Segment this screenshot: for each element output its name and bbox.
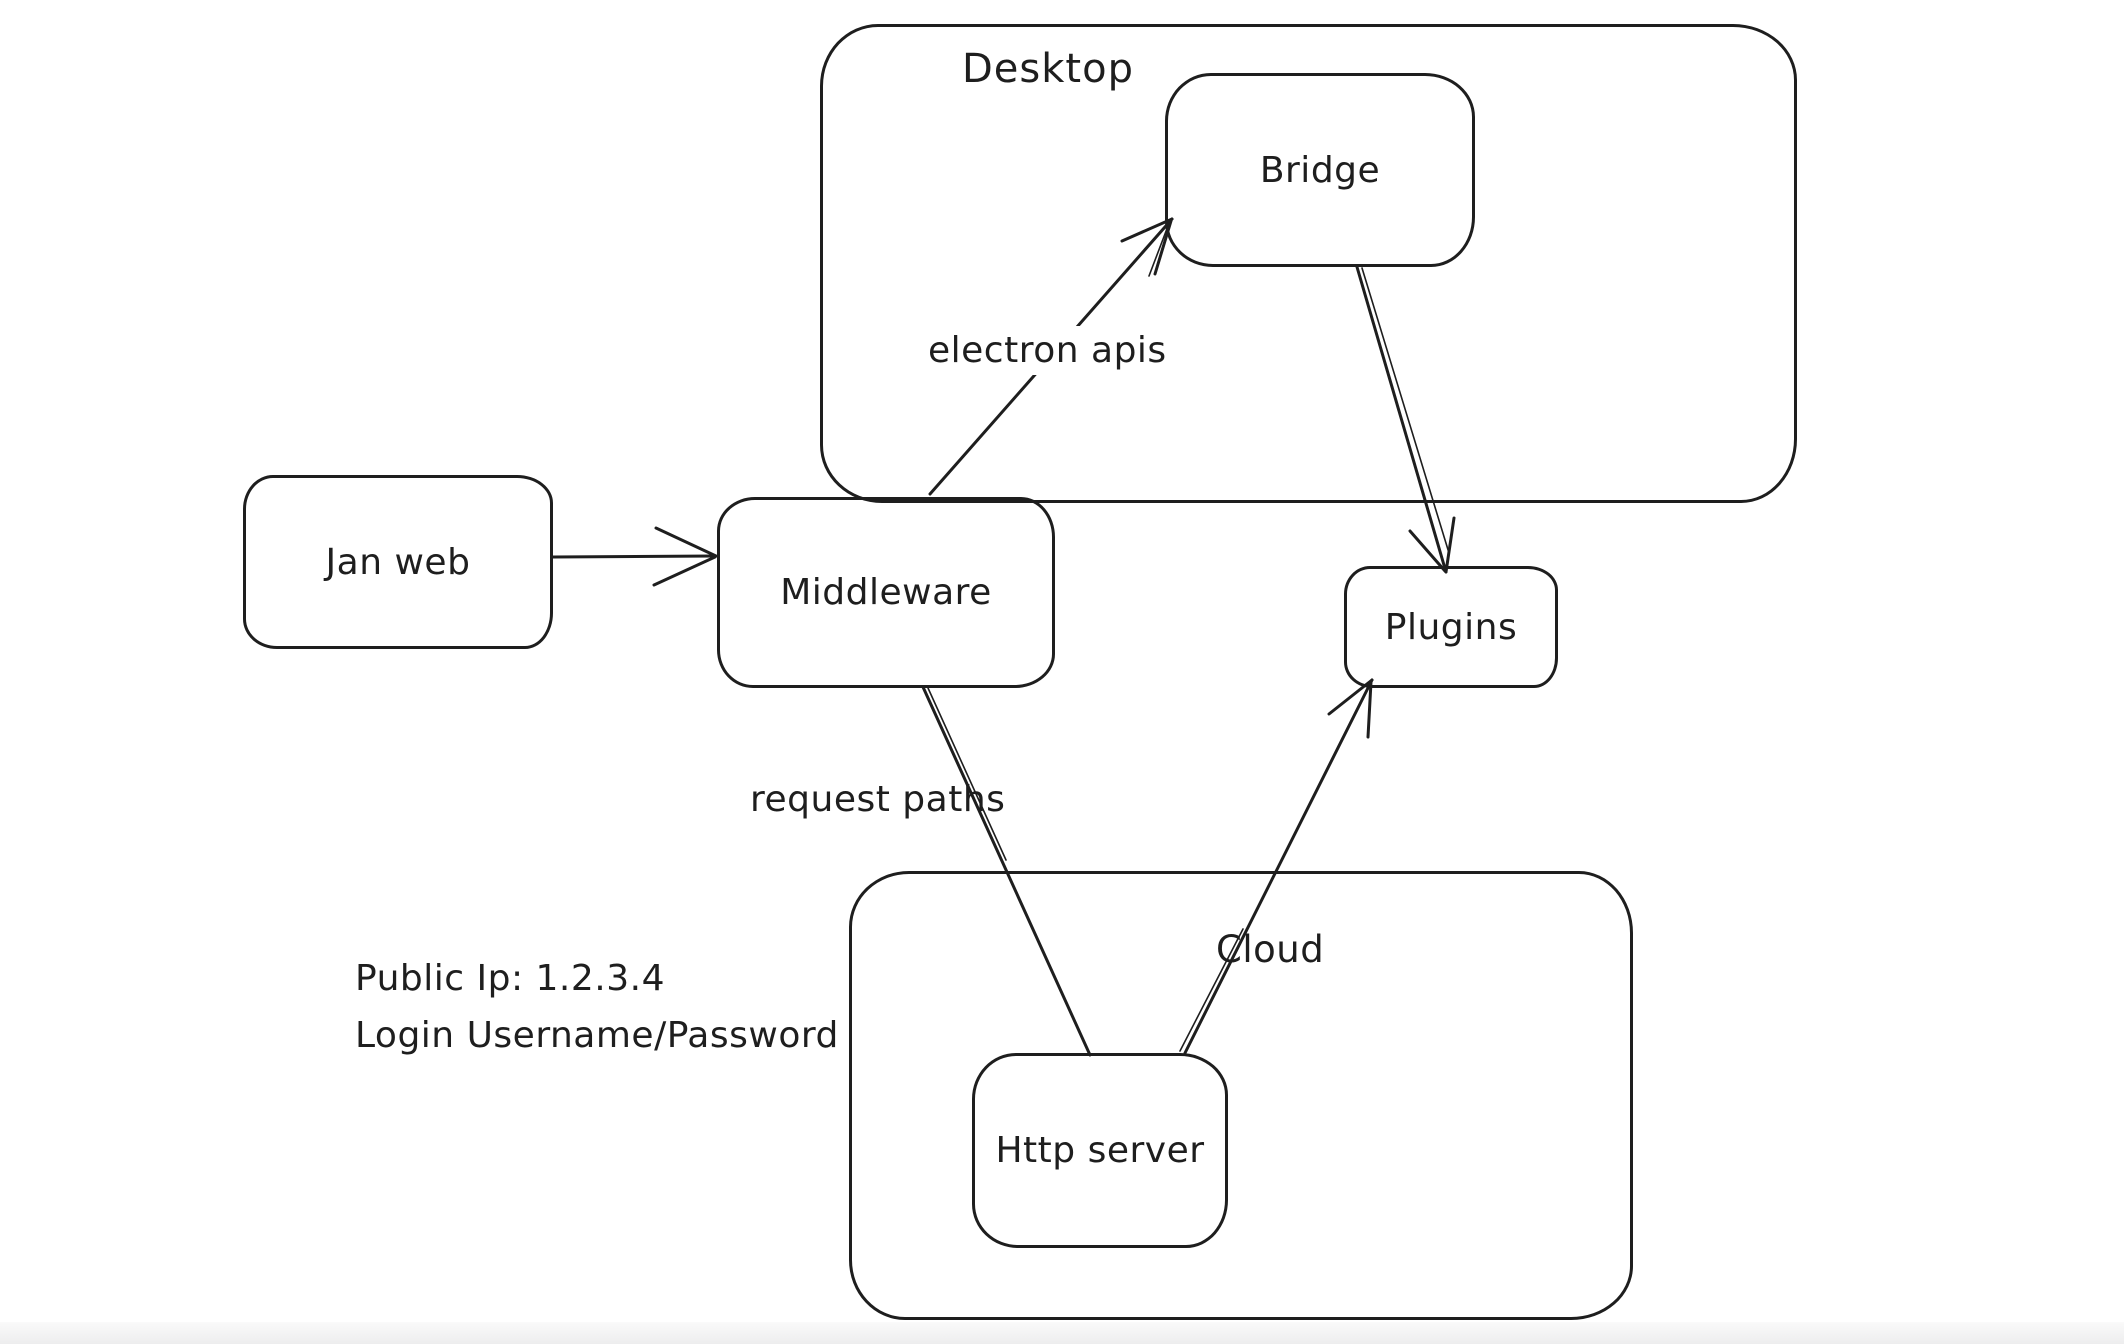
- node-http-server[interactable]: Http server: [972, 1053, 1228, 1248]
- node-bridge[interactable]: Bridge: [1165, 73, 1475, 267]
- edge-http-server-to-plugins[interactable]: [1179, 678, 1374, 1055]
- node-jan-web[interactable]: Jan web: [243, 475, 553, 649]
- jan-web-label: Jan web: [325, 541, 471, 583]
- edge-sketch-stroke: [1148, 225, 1169, 277]
- cloud-container-label[interactable]: Cloud: [1216, 928, 1325, 971]
- edge-bridge-to-plugins[interactable]: [1355, 265, 1456, 574]
- edge-sketch-stroke: [927, 687, 1007, 861]
- cloud-credentials-note[interactable]: Public Ip: 1.2.3.4 Login Username/Passwo…: [355, 950, 839, 1064]
- container-desktop[interactable]: [820, 24, 1797, 503]
- login-text: Login Username/Password: [355, 1015, 839, 1056]
- bridge-label: Bridge: [1259, 149, 1381, 191]
- http-server-label: Http server: [995, 1130, 1205, 1171]
- middleware-label: Middleware: [780, 572, 992, 613]
- container-cloud[interactable]: [849, 871, 1633, 1320]
- desktop-container-label[interactable]: Desktop: [962, 46, 1134, 92]
- edge-sketch-stroke: [1361, 267, 1450, 554]
- edge-arrowhead: [652, 526, 718, 587]
- edge-label-electron-apis[interactable]: electron apis: [918, 326, 1177, 375]
- edge-line[interactable]: [1183, 678, 1374, 1055]
- canvas-bottom-strip: [0, 1322, 2124, 1344]
- node-plugins[interactable]: Plugins: [1344, 566, 1558, 688]
- plugins-label: Plugins: [1384, 606, 1518, 648]
- edge-sketch-stroke: [1179, 928, 1244, 1052]
- public-ip-text: Public Ip: 1.2.3.4: [355, 958, 665, 999]
- edge-line[interactable]: [1355, 265, 1448, 574]
- edge-line[interactable]: [551, 554, 716, 559]
- node-middleware[interactable]: Middleware: [717, 497, 1055, 688]
- edge-arrowhead: [1327, 678, 1374, 739]
- edge-jan-web-to-middleware[interactable]: [551, 526, 718, 587]
- edge-middleware-to-http-server[interactable]: [921, 685, 1092, 1057]
- edge-arrowhead: [1120, 217, 1174, 276]
- edge-label-request-paths[interactable]: request paths: [750, 779, 1006, 820]
- edge-line[interactable]: [921, 685, 1092, 1057]
- edge-arrowhead: [1408, 516, 1456, 574]
